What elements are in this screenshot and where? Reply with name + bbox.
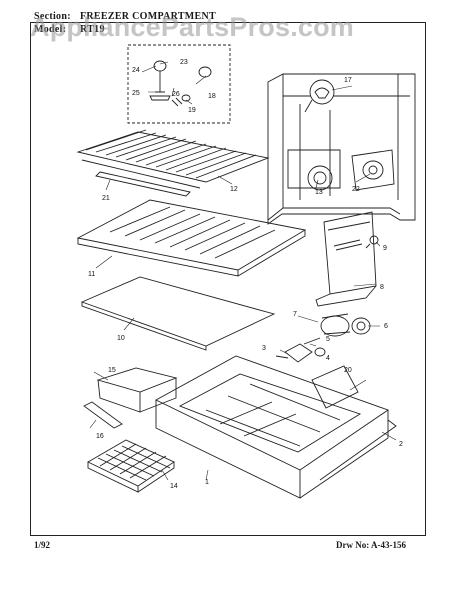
section-value: FREEZER COMPARTMENT [80, 11, 216, 22]
callout-10: 10 [117, 335, 125, 342]
callout-4: 4 [326, 355, 330, 362]
model-value: RT19 [80, 24, 105, 35]
callout-16: 16 [96, 433, 104, 440]
callout-14: 14 [170, 483, 178, 490]
callout-1: 1 [205, 479, 209, 486]
wire-shelf-illustration [76, 129, 270, 197]
callout-5: 5 [326, 336, 330, 343]
drawing-date: 1/92 [34, 540, 51, 550]
callout-11: 11 [88, 271, 95, 278]
callout-18: 18 [208, 93, 216, 100]
callout-12: 12 [230, 186, 238, 193]
callout-13: 13 [315, 189, 323, 196]
drawing-number: Drw No: A-43-156 [336, 540, 406, 550]
freezer-cabinet-illustration [267, 73, 416, 225]
small-parts-group [127, 44, 231, 124]
callout-17: 17 [344, 77, 352, 84]
evaporator-cover-illustration [315, 211, 379, 307]
callout-25: 25 [132, 90, 140, 97]
freezer-pan-illustration [155, 355, 397, 499]
watermark-text: AppliancePartsPros.com [30, 12, 355, 42]
callout-15: 15 [108, 367, 116, 374]
callout-21: 21 [102, 195, 110, 202]
callout-9: 9 [383, 245, 387, 252]
shelf-frame-illustration [76, 199, 307, 277]
callout-6: 6 [384, 323, 388, 330]
ice-bin-illustration [83, 367, 178, 429]
diagram-border [30, 22, 426, 536]
callout-20: 20 [344, 367, 352, 374]
callout-8: 8 [380, 284, 384, 291]
callout-26: 26 [172, 91, 180, 98]
section-label: Section: [34, 11, 71, 22]
callout-labels: 1 2 3 4 5 6 7 8 9 10 11 12 13 14 15 16 1… [88, 59, 403, 490]
callout-19: 19 [188, 107, 196, 114]
callout-3: 3 [262, 345, 266, 352]
leader-lines [89, 61, 397, 481]
callout-22: 22 [352, 186, 360, 193]
callout-7: 7 [293, 311, 297, 318]
model-label: Model: [34, 24, 67, 35]
callout-24: 24 [132, 67, 140, 74]
callout-2: 2 [399, 441, 403, 448]
insulation-panel-illustration [80, 276, 276, 351]
fan-motor-illustration [275, 313, 371, 363]
callout-23: 23 [180, 59, 188, 66]
ice-tray-illustration [87, 439, 175, 493]
